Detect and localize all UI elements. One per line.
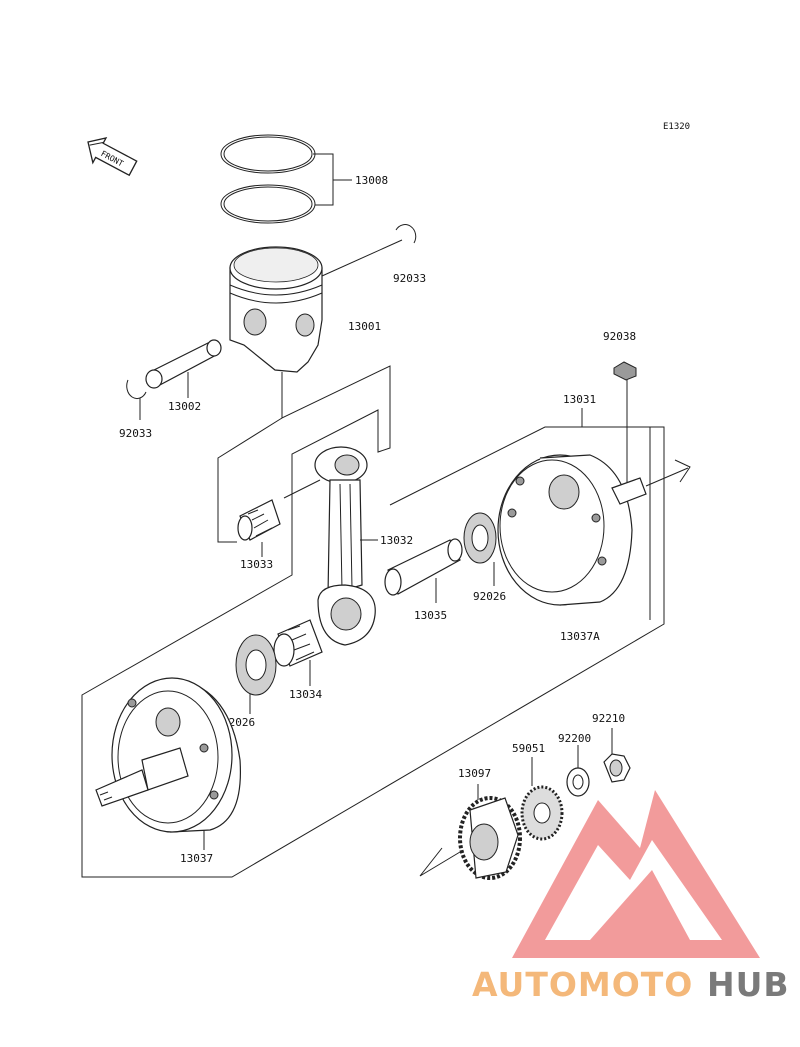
label-13008: 13008 (355, 174, 388, 187)
flange-nut (603, 753, 631, 783)
thrust-washer-left (235, 634, 277, 696)
piston-pin (145, 339, 222, 389)
big-end-bearing (273, 619, 323, 667)
piston-clip-left (126, 379, 147, 400)
label-92033-left: 92033 (119, 427, 152, 440)
crank-pin (384, 538, 463, 596)
flywheel-right (497, 454, 691, 606)
thrust-washer-right (463, 512, 497, 564)
label-92033-right: 92033 (393, 272, 426, 285)
label-13037: 13037 (180, 852, 213, 865)
label-92026-right: 92026 (473, 590, 506, 603)
primary-gear (419, 796, 522, 880)
label-92200: 92200 (558, 732, 591, 745)
drive-gear (520, 785, 564, 841)
piston-clip-right (395, 224, 417, 244)
connecting-rod (314, 446, 376, 646)
automotohub-logo: AUTOMOTO HUB (472, 790, 790, 1004)
label-13002: 13002 (168, 400, 201, 413)
piston-rings (220, 134, 316, 224)
label-13001: 13001 (348, 320, 381, 333)
label-13097: 13097 (458, 767, 491, 780)
label-13037A: 13037A (560, 630, 600, 643)
logo-text-automoto: AUTOMOTO (472, 965, 693, 1004)
piston (229, 246, 323, 373)
flywheel-left (95, 677, 242, 833)
front-arrow-icon: FRONT (87, 137, 138, 177)
label-13034: 13034 (289, 688, 322, 701)
small-end-bearing (237, 499, 281, 541)
diagram-code: E1320 (663, 122, 690, 132)
label-92038: 92038 (603, 330, 636, 343)
label-13033: 13033 (240, 558, 273, 571)
label-59051: 59051 (512, 742, 545, 755)
label-13035: 13035 (414, 609, 447, 622)
label-13032: 13032 (380, 534, 413, 547)
logo-text-hub: HUB (707, 965, 790, 1004)
label-13031: 13031 (563, 393, 596, 406)
woodruff-key (613, 361, 637, 381)
gear-washer (566, 767, 590, 797)
label-92210: 92210 (592, 712, 625, 725)
